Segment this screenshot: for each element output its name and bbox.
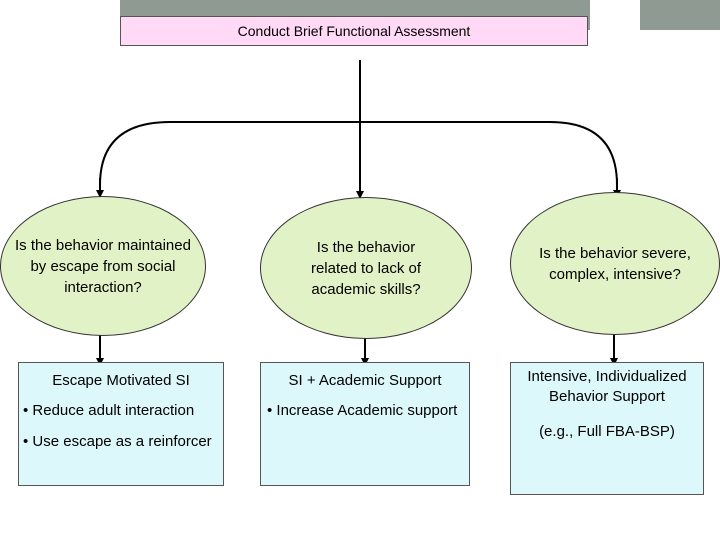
question-oval-severe: Is the behavior severe, complex, intensi… (510, 192, 720, 335)
outcome-bullet-escape: • Use escape as a reinforcer (23, 432, 212, 450)
outcome-heading-intensive: Intensive, Individualized Behavior Suppo… (527, 368, 687, 406)
outcome-bullet-reduce: • Reduce adult interaction (23, 402, 195, 420)
outcome-note-intensive: (e.g., Full FBA-BSP) (539, 422, 675, 440)
outcome-heading-escape: Escape Motivated SI (52, 372, 190, 389)
question-text-severe: Is the behavior severe, complex, intensi… (539, 244, 691, 283)
header-band-gap-right (590, 0, 640, 30)
title-text: Conduct Brief Functional Assessment (237, 23, 471, 39)
header-band-gap-left (0, 0, 120, 30)
question-text-academic: Is the behavior related to lack of acade… (310, 238, 422, 298)
branch-arc (99, 121, 618, 186)
outcome-heading-academic: SI + Academic Support (288, 372, 442, 389)
question-oval-academic: Is the behavior related to lack of acade… (260, 197, 472, 339)
title-box: Conduct Brief Functional Assessment (120, 16, 588, 46)
outcome-box-intensive: Intensive, Individualized Behavior Suppo… (510, 362, 704, 495)
question-text-escape: Is the behavior maintained by escape fro… (15, 236, 191, 296)
outcome-bullet-academic: • Increase Academic support (267, 402, 458, 420)
outcome-box-academic: SI + Academic Support • Increase Academi… (260, 362, 470, 486)
question-oval-escape: Is the behavior maintained by escape fro… (0, 196, 206, 336)
outcome-box-escape: Escape Motivated SI • Reduce adult inter… (18, 362, 224, 486)
